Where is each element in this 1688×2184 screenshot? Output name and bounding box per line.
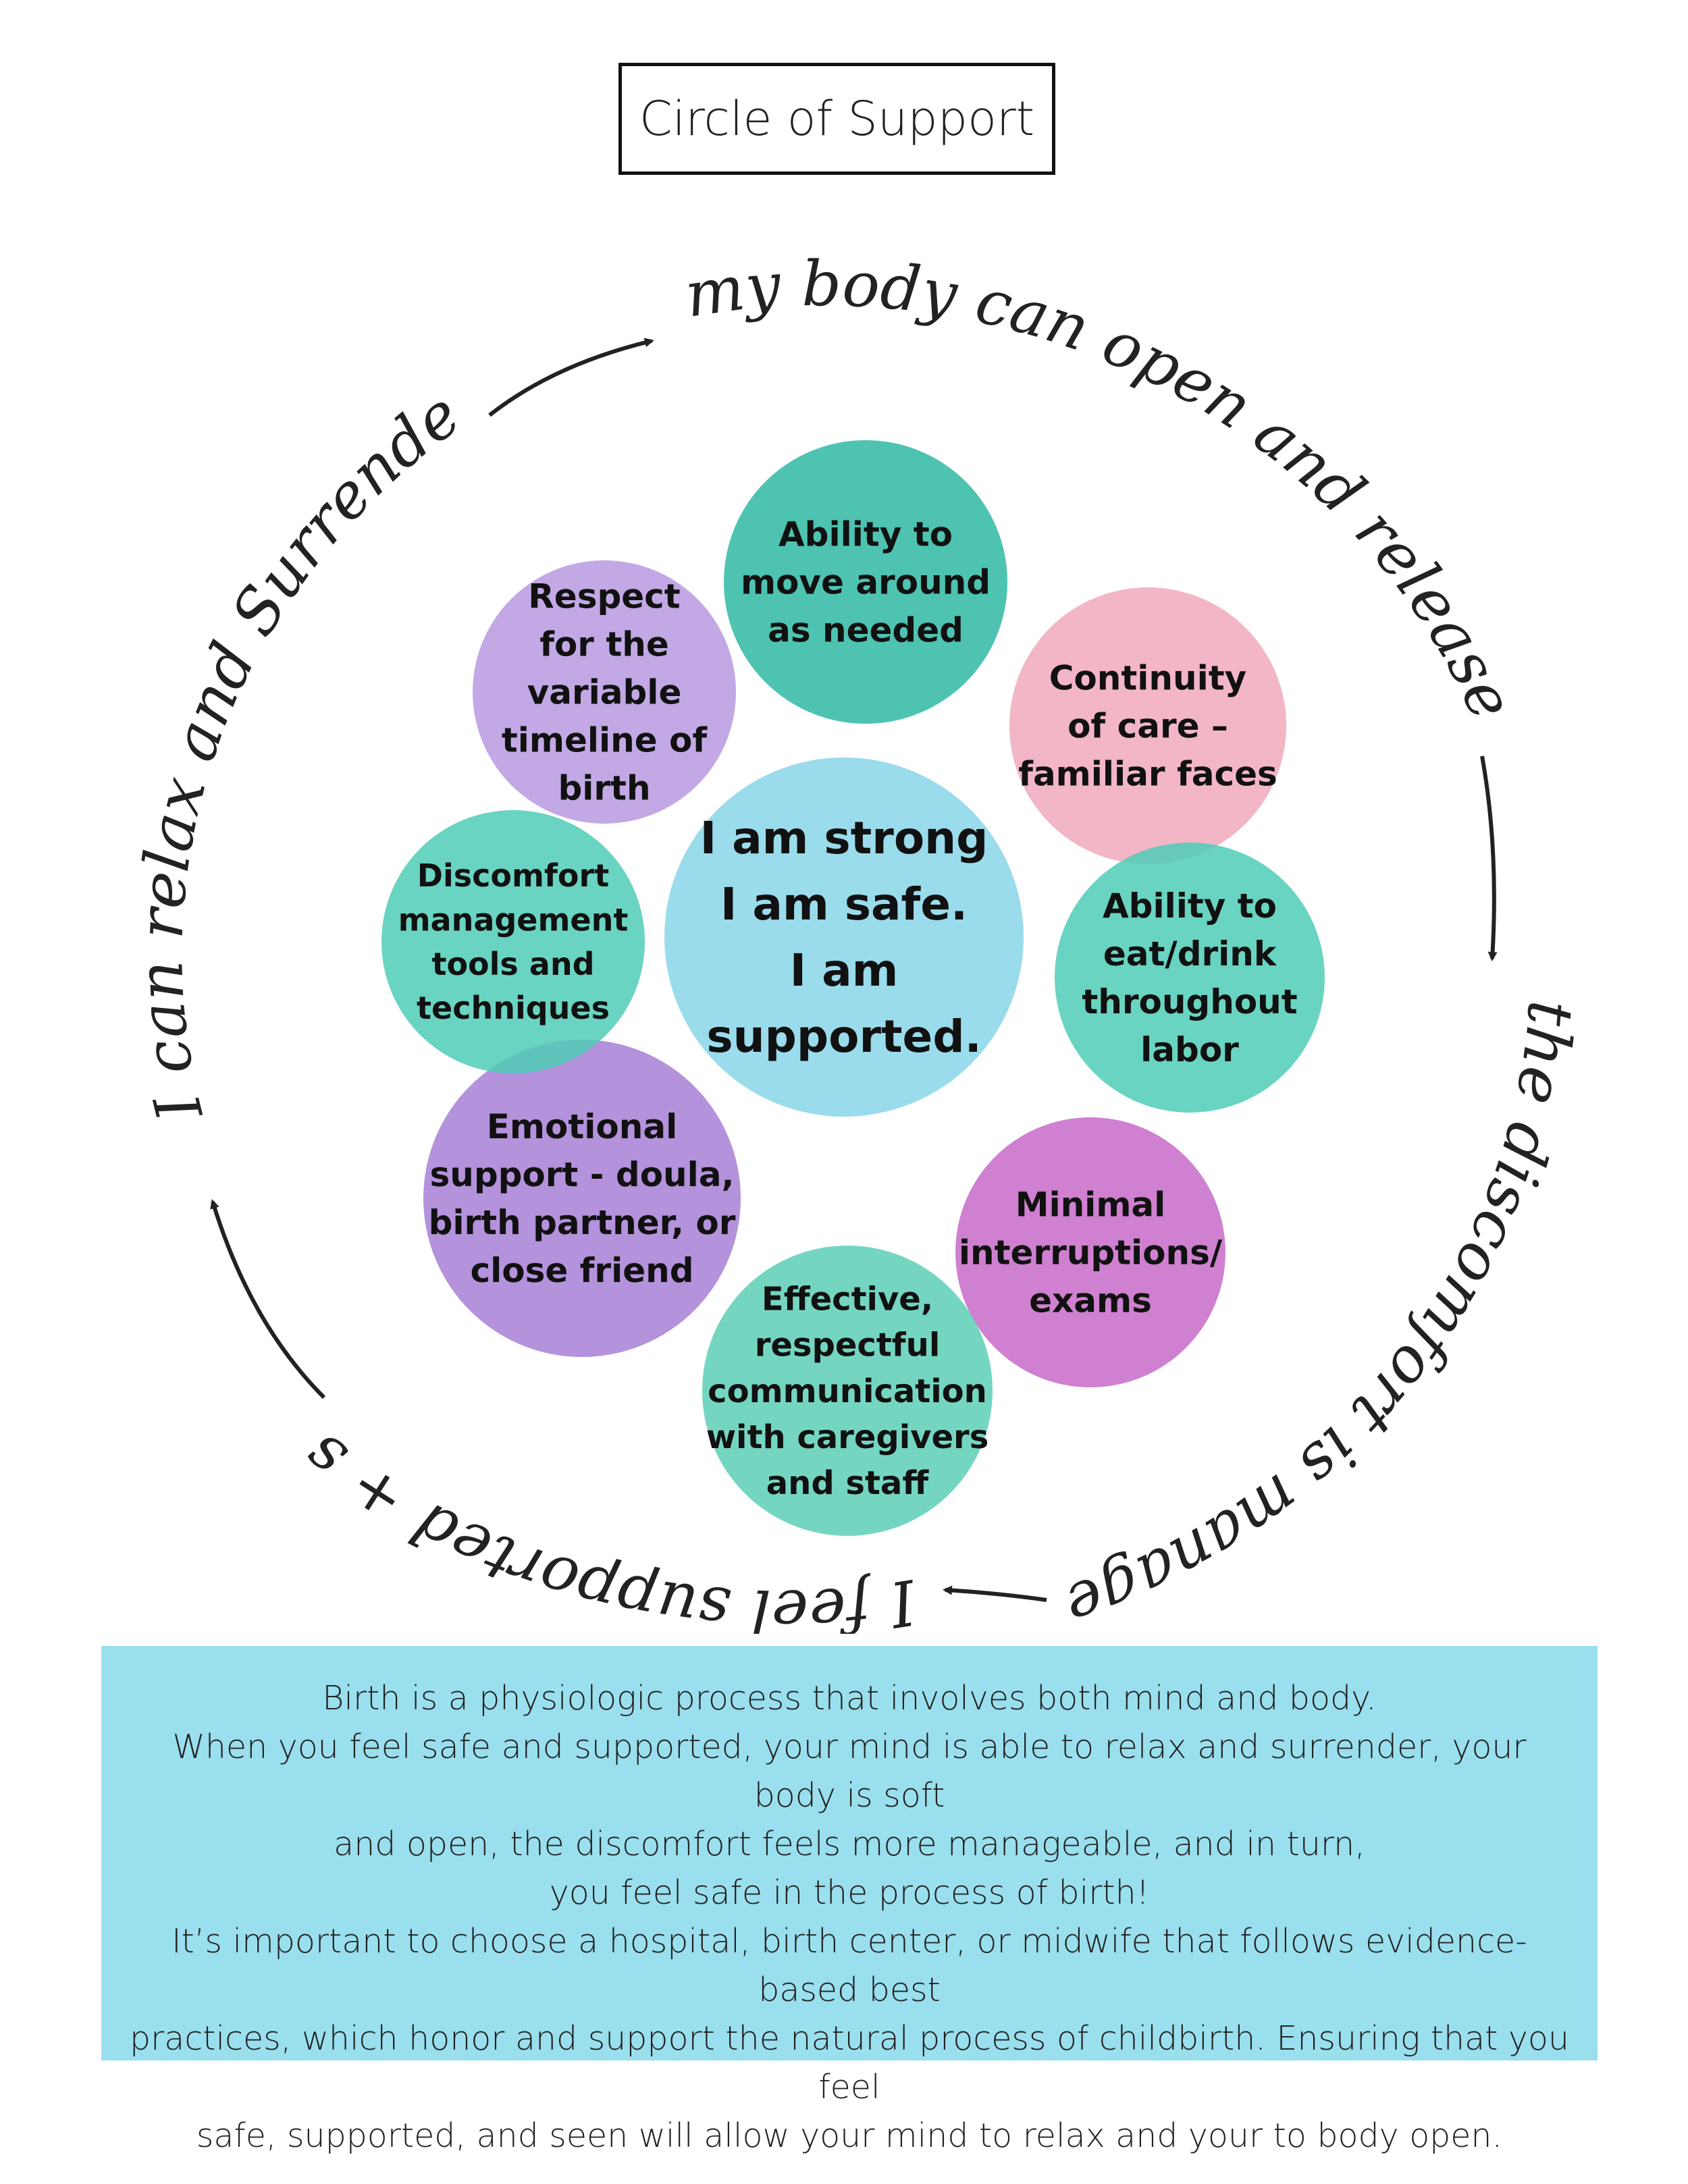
arrow-left-to-top bbox=[488, 338, 654, 417]
bubble-label-line: close friend bbox=[470, 1251, 693, 1290]
center-text-line: supported. bbox=[706, 1011, 981, 1063]
bubble-label-line: familiar faces bbox=[1018, 755, 1277, 794]
bubble-label-line: for the bbox=[539, 625, 669, 664]
bubble-interruptions: Minimal interruptions/exams bbox=[955, 1117, 1225, 1387]
arrow-top-to-right bbox=[1480, 755, 1498, 961]
bubble-label-line: as needed bbox=[768, 611, 964, 650]
bubble-label-line: Respect bbox=[528, 577, 680, 616]
bubble-circle bbox=[955, 1117, 1225, 1387]
bubble-label-line: exams bbox=[1029, 1281, 1152, 1321]
bubble-label-line: Emotional bbox=[487, 1107, 677, 1146]
info-box: Birth is a physiologic process that invo… bbox=[101, 1646, 1598, 2155]
bubble-label-line: Ability to bbox=[779, 515, 953, 554]
bubble-label-line: variable bbox=[527, 673, 682, 712]
bubble-label-line: birth partner, or bbox=[429, 1203, 736, 1242]
bubble-label: Discomfort management tools and techniques bbox=[398, 857, 629, 1026]
bubble-label-line: communication bbox=[708, 1373, 987, 1410]
center-text: I am strong I am safe. I am supported. bbox=[700, 812, 988, 1063]
bubble-label-line: support - doula, bbox=[429, 1155, 734, 1194]
info-line: It’s important to choose a hospital, bir… bbox=[172, 1922, 1527, 2009]
center-text-line: I am strong bbox=[700, 812, 988, 864]
bubble-emotional: Emotional support - doula, birth partner, … bbox=[423, 1040, 741, 1357]
bubble-label-line: Minimal bbox=[1016, 1186, 1166, 1225]
bubble-label: Continuity of care – familiar faces bbox=[1018, 659, 1277, 794]
bubbles: Ability to move around as neededContinuity… bbox=[381, 440, 1325, 1536]
bubble-label-line: Discomfort bbox=[417, 857, 609, 894]
bubble-label: Ability to move around as needed bbox=[741, 515, 991, 650]
info-line: safe, supported, and seen will allow you… bbox=[196, 2116, 1503, 2155]
bubble-label-line: Ability to bbox=[1103, 886, 1277, 926]
bubble-discomfort: Discomfort management tools and techniques bbox=[381, 810, 645, 1073]
bubble-label-line: of care – bbox=[1067, 707, 1228, 746]
center-text-line: I am safe. bbox=[720, 878, 968, 930]
bubble-circle bbox=[473, 560, 736, 824]
bubble-label-line: tools and bbox=[431, 946, 594, 982]
center-circle bbox=[664, 757, 1024, 1117]
bubble-move-around: Ability to move around as needed bbox=[724, 440, 1007, 724]
bubble-label-line: and staff bbox=[766, 1464, 930, 1502]
bubble-label-line: move around bbox=[741, 563, 991, 602]
bubble-continuity: Continuity of care – familiar faces bbox=[1009, 587, 1286, 864]
center-text-line: I am bbox=[790, 944, 899, 996]
bubble-circle bbox=[724, 440, 1007, 724]
info-line: and open, the discomfort feels more mana… bbox=[334, 1825, 1365, 1863]
bubble-label-line: Effective, bbox=[762, 1280, 933, 1318]
bubble-eat-drink: Ability to eat/drink throughout labor bbox=[1055, 843, 1325, 1113]
bubble-respect: Respect for the variable timeline of birth bbox=[473, 560, 736, 824]
bubble-communication: Effective, respectful communication with ca… bbox=[702, 1246, 993, 1536]
info-line: Birth is a physiologic process that invo… bbox=[322, 1679, 1377, 1717]
arrow-bottom-to-left bbox=[210, 1199, 326, 1400]
bubble-label-line: labor bbox=[1140, 1030, 1239, 1069]
bubble-label: Emotional support - doula, birth partner, … bbox=[429, 1107, 736, 1290]
arrow-right-to-bottom bbox=[943, 1585, 1047, 1602]
bubble-label-line: birth bbox=[558, 769, 650, 808]
bubble-label-line: respectful bbox=[755, 1327, 941, 1364]
info-line: you feel safe in the process of birth! bbox=[549, 1873, 1150, 1912]
bubble-label-line: interruptions/ bbox=[959, 1233, 1223, 1273]
info-line: practices, which honor and support the n… bbox=[130, 2019, 1569, 2106]
center-affirmation: I am strong I am safe. I am supported. bbox=[664, 757, 1024, 1117]
bubble-label-line: with caregivers bbox=[706, 1418, 989, 1456]
page-title: Circle of Support bbox=[618, 63, 1055, 175]
bubble-label-line: eat/drink bbox=[1103, 934, 1277, 974]
bubble-label: Minimal interruptions/exams bbox=[959, 1186, 1223, 1321]
bubble-label: Ability to eat/drink throughout labor bbox=[1082, 886, 1297, 1069]
bubble-label-line: throughout bbox=[1082, 982, 1297, 1021]
info-line: When you feel safe and supported, your m… bbox=[172, 1728, 1527, 1815]
bubble-label-line: Continuity bbox=[1049, 659, 1247, 698]
bubble-label: Effective, respectful communication with ca… bbox=[706, 1280, 989, 1502]
bubble-label-line: techniques bbox=[417, 990, 610, 1026]
bubble-circle bbox=[1055, 843, 1325, 1113]
bubble-label: Respect for the variable timeline of birth bbox=[502, 577, 708, 808]
bubble-circle bbox=[423, 1040, 741, 1357]
bubble-label-line: timeline of bbox=[502, 721, 708, 760]
bubble-label-line: management bbox=[398, 901, 629, 938]
circle-of-support-diagram: my body can open and release the discomf… bbox=[0, 0, 1587, 1634]
bubble-circle bbox=[381, 810, 645, 1073]
bubble-circle bbox=[1009, 587, 1286, 864]
bubble-circle bbox=[702, 1246, 993, 1536]
